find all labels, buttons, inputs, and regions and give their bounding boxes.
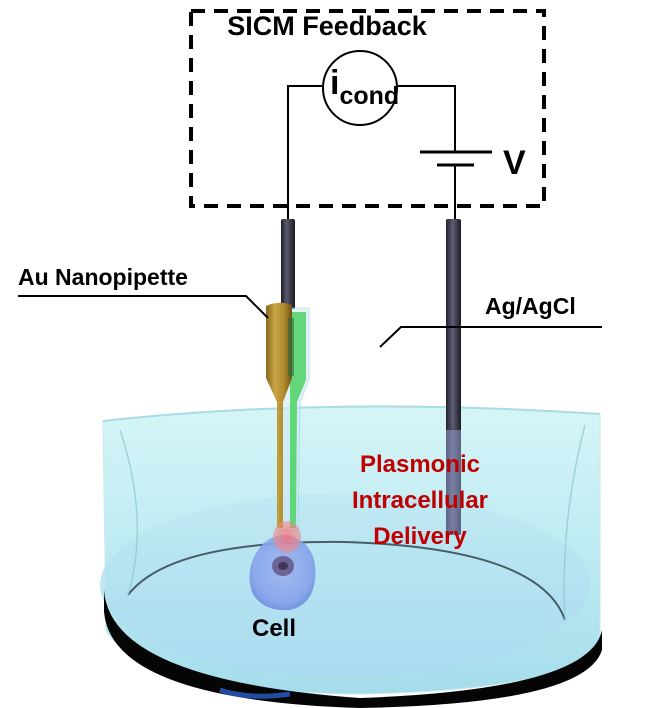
current-subscript: cond xyxy=(339,82,400,110)
gold-coating xyxy=(266,302,292,528)
dish-top-rim xyxy=(102,405,601,422)
circuit-wires xyxy=(287,85,456,222)
dish-floor xyxy=(100,493,590,677)
dish-rim-right xyxy=(563,424,586,621)
process-line-3: Delivery xyxy=(373,523,467,550)
process-line-1: Plasmonic xyxy=(359,451,481,478)
pipette-wire xyxy=(281,219,295,309)
current-symbol: i xyxy=(330,64,340,102)
battery-icon xyxy=(420,150,492,167)
agagcl-submerged xyxy=(446,430,461,535)
feedback-box xyxy=(189,9,546,208)
label-leaders xyxy=(18,295,602,348)
current-meter-icon xyxy=(322,50,398,126)
voltage-label: V xyxy=(503,144,526,182)
process-line-2: Intracellular xyxy=(351,487,489,514)
dish-floor-edge xyxy=(127,540,566,621)
pipette-label: Au Nanopipette xyxy=(18,264,188,290)
current-label: icond xyxy=(330,64,399,111)
process-label: Plasmonic Intracellular Delivery xyxy=(290,447,550,555)
feedback-title: SICM Feedback xyxy=(227,11,427,41)
delivery-spot xyxy=(273,521,301,553)
cell-nucleolus xyxy=(278,562,288,570)
pipette-inner-shadow xyxy=(288,318,294,376)
cell-label: Cell xyxy=(252,615,297,642)
dish-reflection xyxy=(219,687,291,699)
dish-rim-left xyxy=(119,429,139,596)
electrode-label: Ag/AgCl xyxy=(485,293,576,319)
